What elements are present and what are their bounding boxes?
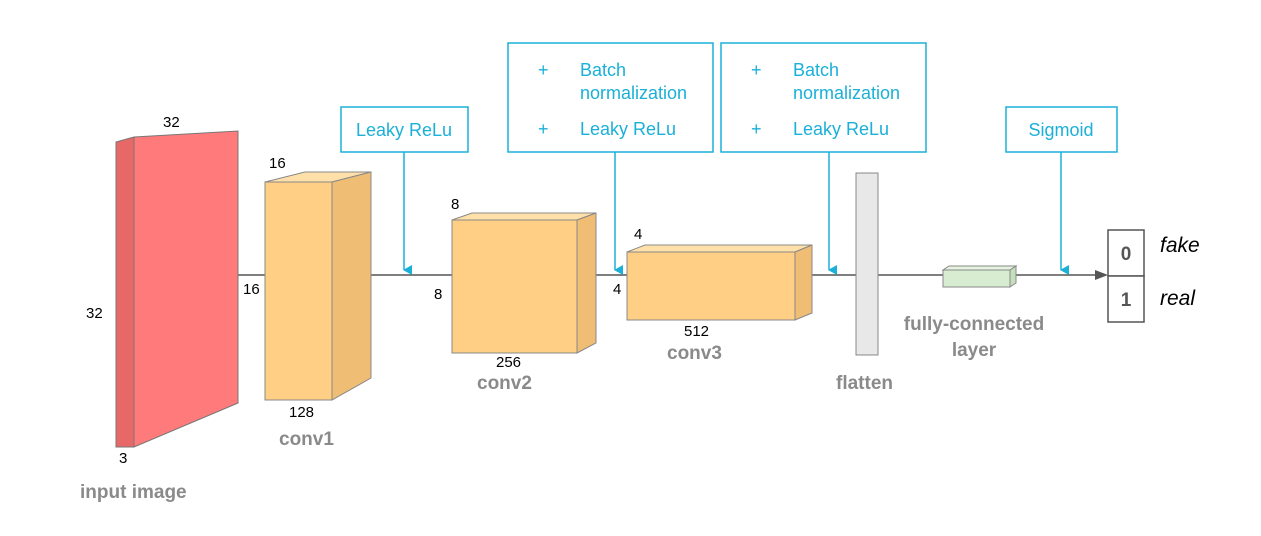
output-box: 0 1 fake real [1107, 229, 1200, 323]
conv2-side-dim: 8 [434, 286, 442, 303]
activation-line1: Batch [580, 60, 626, 80]
conv3-top [626, 244, 813, 253]
activation-line3: Leaky ReLu [580, 119, 676, 139]
activation-line1: Batch [793, 60, 839, 80]
flow-arrowhead [1095, 270, 1108, 280]
dense-label-line1: fully-connected [904, 314, 1044, 335]
input-side-dim: 32 [86, 305, 103, 322]
conv1-front [264, 181, 333, 401]
conv3-right [794, 244, 813, 321]
conv1-side-dim: 16 [243, 281, 260, 298]
conv1-right [331, 171, 372, 401]
input-image-side [115, 136, 135, 448]
conv2-label: conv2 [477, 373, 532, 394]
activation-box [1005, 106, 1118, 153]
input-top-dim: 32 [163, 114, 180, 131]
input-depth-dim: 3 [119, 450, 127, 467]
activation-line3: Leaky ReLu [793, 119, 889, 139]
activation-batchnorm-leaky-relu-2: + Batch normalization + Leaky ReLu [507, 42, 714, 275]
dense-front [942, 269, 1011, 288]
conv3-side-dim: 4 [613, 281, 621, 298]
output-cell-fake [1107, 229, 1145, 277]
conv2-right [576, 212, 597, 354]
conv2-top-dim: 8 [451, 196, 459, 213]
activation-line2: normalization [580, 83, 687, 103]
dense-right [1009, 265, 1017, 288]
bullet: + [751, 119, 762, 139]
conv3-block [626, 244, 813, 321]
activation-box [340, 106, 469, 153]
output-cell-real [1107, 275, 1145, 323]
activation-sigmoid: Sigmoid [1005, 106, 1118, 275]
flatten-label: flatten [836, 373, 893, 394]
output-value-real: 1 [1121, 290, 1132, 311]
input-image-label: input image [80, 482, 187, 503]
conv2-top [451, 212, 597, 221]
conv3-label: conv3 [667, 343, 722, 364]
bullet: + [538, 60, 549, 80]
activation-leaky-relu-1: Leaky ReLu [340, 106, 469, 275]
dense-top [941, 265, 1018, 271]
conv1-block [264, 171, 372, 401]
activation-box [507, 42, 714, 153]
activation-box [720, 42, 927, 153]
activation-label: Sigmoid [1028, 120, 1093, 140]
output-label-fake: fake [1160, 234, 1200, 257]
conv3-depth-dim: 512 [684, 323, 709, 340]
conv2-front [451, 219, 578, 354]
conv1-top-dim: 16 [269, 155, 286, 172]
output-label-real: real [1160, 287, 1196, 310]
conv3-top-dim: 4 [634, 226, 642, 243]
output-value-fake: 0 [1121, 244, 1132, 265]
conv2-depth-dim: 256 [496, 354, 521, 371]
flatten-bar [855, 172, 879, 356]
conv1-label: conv1 [279, 429, 334, 450]
activation-batchnorm-leaky-relu-3: + Batch normalization + Leaky ReLu [720, 42, 927, 275]
input-image-front [133, 130, 239, 448]
activation-label: Leaky ReLu [356, 120, 452, 140]
dense-block [941, 265, 1018, 288]
conv2-block [451, 212, 597, 354]
conv1-depth-dim: 128 [289, 404, 314, 421]
bullet: + [751, 60, 762, 80]
activation-line2: normalization [793, 83, 900, 103]
input-image-block [115, 130, 239, 448]
dense-label-line2: layer [952, 340, 997, 361]
bullet: + [538, 119, 549, 139]
conv3-front [626, 251, 796, 321]
